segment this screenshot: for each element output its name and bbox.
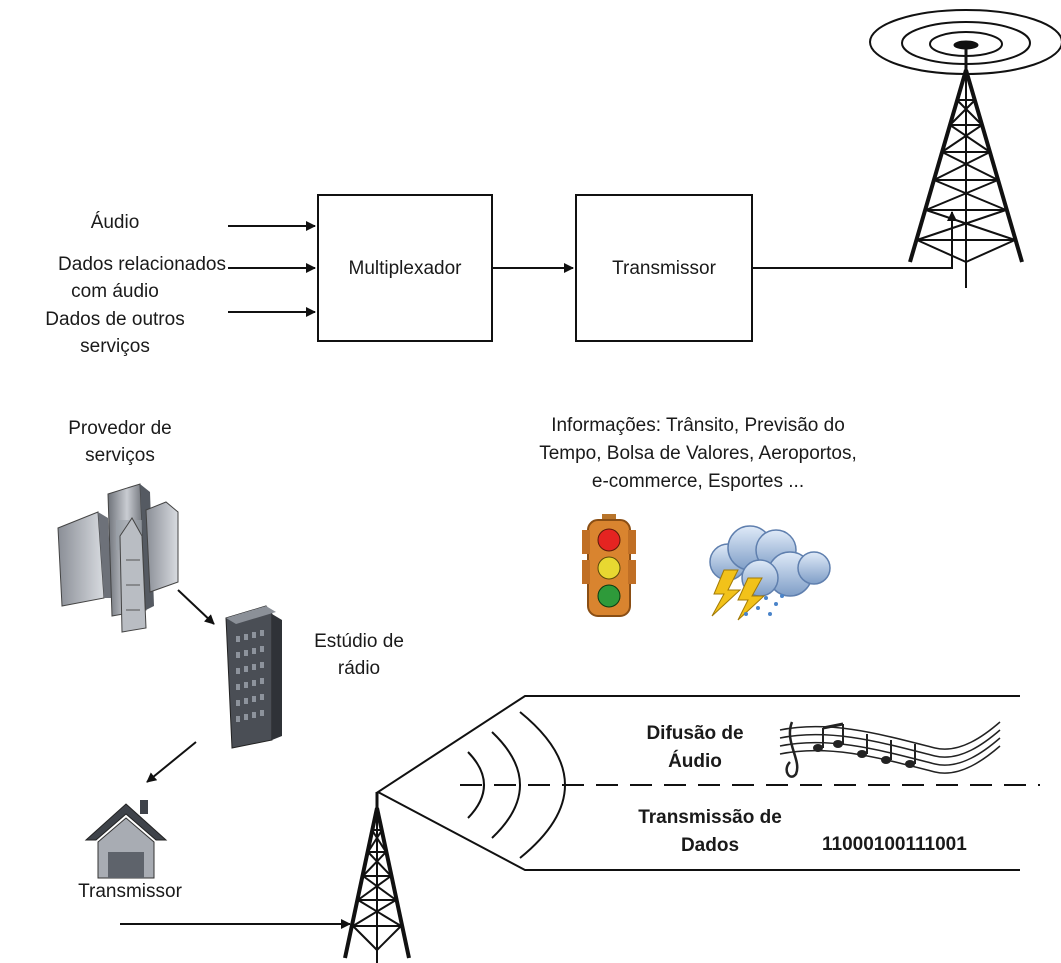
transmitter-label: Transmissor <box>612 258 716 279</box>
transmitter-to-antenna-line <box>752 211 957 269</box>
audio-broadcast-label-line2: Áudio <box>668 751 722 772</box>
data-transmission-label-line2: Dados <box>680 835 740 856</box>
wave-medium <box>491 731 521 839</box>
house-transmitter-label: Transmissor <box>78 881 182 902</box>
input-arrows <box>228 221 316 317</box>
transmitter-box <box>575 194 753 342</box>
bit-sequence: 11000100111001 <box>822 834 967 855</box>
storm-cloud-icon <box>709 525 831 621</box>
multiplexer-label: Multiplexador <box>348 258 462 279</box>
broadcast-beam <box>376 695 1040 871</box>
info-label-line1: Informações: Trânsito, Previsão do <box>551 415 845 436</box>
related-data-label-line1: Dados relacionados <box>58 254 226 275</box>
house-icon <box>84 800 168 879</box>
info-label-line3: e-commerce, Esportes ... <box>591 471 805 492</box>
traffic-light-icon <box>582 514 636 617</box>
provider-label-line1: Provedor de <box>68 418 172 439</box>
skyscraper-icon <box>225 605 282 749</box>
provider-label-line2: serviços <box>85 445 155 466</box>
other-data-label-line1: Dados de outros <box>45 309 185 330</box>
info-label-line2: Tempo, Bolsa de Valores, Aeroportos, <box>539 443 857 464</box>
office-buildings-icon <box>57 483 179 633</box>
studio-to-transmitter-arrow <box>146 741 197 783</box>
bottom-tower-icon <box>343 792 411 963</box>
other-data-label-line2: serviços <box>80 336 150 357</box>
wave-small <box>467 751 485 819</box>
wave-large <box>519 711 566 859</box>
audio-broadcast-label-line1: Difusão de <box>646 723 744 744</box>
data-transmission-label-line1: Transmissão de <box>638 807 782 828</box>
studio-label-line1: Estúdio de <box>314 631 404 652</box>
studio-label-line2: rádio <box>337 658 381 679</box>
audio-input-label: Áudio <box>90 212 140 233</box>
top-tower-icon <box>869 9 1061 288</box>
related-data-label-line2: com áudio <box>71 281 159 302</box>
music-notes-icon <box>779 721 1001 778</box>
provider-to-studio-arrow <box>177 589 215 625</box>
multiplexer-box <box>317 194 493 342</box>
